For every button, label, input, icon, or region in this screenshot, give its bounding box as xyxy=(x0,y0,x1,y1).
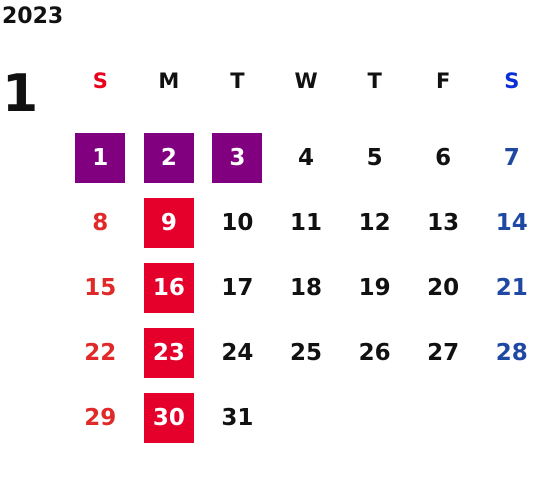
day-18: 18 xyxy=(290,274,323,301)
day-20: 20 xyxy=(427,274,460,301)
day-10: 10 xyxy=(221,209,254,236)
day-16: 16 xyxy=(143,262,194,313)
day-17: 17 xyxy=(221,274,254,301)
day-cell: 5 xyxy=(340,125,409,190)
day-empty xyxy=(487,393,537,443)
weekday-saturday: S xyxy=(504,69,520,93)
day-empty xyxy=(350,393,400,443)
day-cell: 2 xyxy=(135,125,204,190)
day-5: 5 xyxy=(366,144,383,171)
day-cell: 22 xyxy=(66,320,135,385)
day-cell: 8 xyxy=(66,190,135,255)
week-row: 15 16 17 18 19 20 21 xyxy=(66,255,546,320)
day-cell: 27 xyxy=(409,320,478,385)
day-2: 2 xyxy=(143,132,194,183)
day-cell: 4 xyxy=(272,125,341,190)
day-cell: 19 xyxy=(340,255,409,320)
weekday-tuesday: T xyxy=(230,69,245,93)
day-12: 12 xyxy=(358,209,391,236)
day-24: 24 xyxy=(221,339,254,366)
week-row: 8 9 10 11 12 13 14 xyxy=(66,190,546,255)
day-cell: 13 xyxy=(409,190,478,255)
day-cell: 6 xyxy=(409,125,478,190)
day-8: 8 xyxy=(92,209,109,236)
day-30: 30 xyxy=(143,392,194,443)
month-number: 1 xyxy=(2,64,39,124)
week-row: 22 23 24 25 26 27 28 xyxy=(66,320,546,385)
day-7: 7 xyxy=(503,144,520,171)
day-cell: 10 xyxy=(203,190,272,255)
day-25: 25 xyxy=(290,339,323,366)
day-14: 14 xyxy=(495,209,528,236)
day-cell: 11 xyxy=(272,190,341,255)
day-cell: 1 xyxy=(66,125,135,190)
day-21: 21 xyxy=(495,274,528,301)
weekday-header-row: S M T W T F S xyxy=(66,60,546,102)
weekday-thursday: T xyxy=(367,69,382,93)
day-cell: 14 xyxy=(477,190,546,255)
day-4: 4 xyxy=(298,144,315,171)
day-cell: 12 xyxy=(340,190,409,255)
header-spacer xyxy=(66,102,546,125)
day-cell xyxy=(272,385,341,450)
day-cell: 18 xyxy=(272,255,341,320)
day-19: 19 xyxy=(358,274,391,301)
day-31: 31 xyxy=(221,404,254,431)
day-29: 29 xyxy=(84,404,117,431)
day-empty xyxy=(418,393,468,443)
day-cell: 23 xyxy=(135,320,204,385)
day-6: 6 xyxy=(435,144,452,171)
day-cell xyxy=(477,385,546,450)
day-cell: 31 xyxy=(203,385,272,450)
day-cell: 25 xyxy=(272,320,341,385)
day-cell: 3 xyxy=(203,125,272,190)
weekday-monday: M xyxy=(158,69,180,93)
day-cell: 21 xyxy=(477,255,546,320)
weekday-friday: F xyxy=(436,69,451,93)
year-label: 2023 xyxy=(2,4,64,29)
day-cell: 15 xyxy=(66,255,135,320)
day-cell: 16 xyxy=(135,255,204,320)
day-15: 15 xyxy=(84,274,117,301)
weekday-sunday: S xyxy=(92,69,108,93)
day-23: 23 xyxy=(143,327,194,378)
day-cell: 26 xyxy=(340,320,409,385)
day-cell: 20 xyxy=(409,255,478,320)
week-row: 29 30 31 xyxy=(66,385,546,450)
day-cell: 28 xyxy=(477,320,546,385)
day-empty xyxy=(281,393,331,443)
weekday-wednesday: W xyxy=(294,69,318,93)
day-28: 28 xyxy=(495,339,528,366)
day-27: 27 xyxy=(427,339,460,366)
day-3: 3 xyxy=(212,132,263,183)
day-cell: 7 xyxy=(477,125,546,190)
day-cell xyxy=(340,385,409,450)
day-26: 26 xyxy=(358,339,391,366)
day-cell: 29 xyxy=(66,385,135,450)
day-11: 11 xyxy=(290,209,323,236)
day-cell: 24 xyxy=(203,320,272,385)
day-cell: 17 xyxy=(203,255,272,320)
day-cell: 9 xyxy=(135,190,204,255)
day-13: 13 xyxy=(427,209,460,236)
day-cell xyxy=(409,385,478,450)
day-cell: 30 xyxy=(135,385,204,450)
day-22: 22 xyxy=(84,339,117,366)
day-9: 9 xyxy=(143,197,194,248)
day-1: 1 xyxy=(75,132,126,183)
